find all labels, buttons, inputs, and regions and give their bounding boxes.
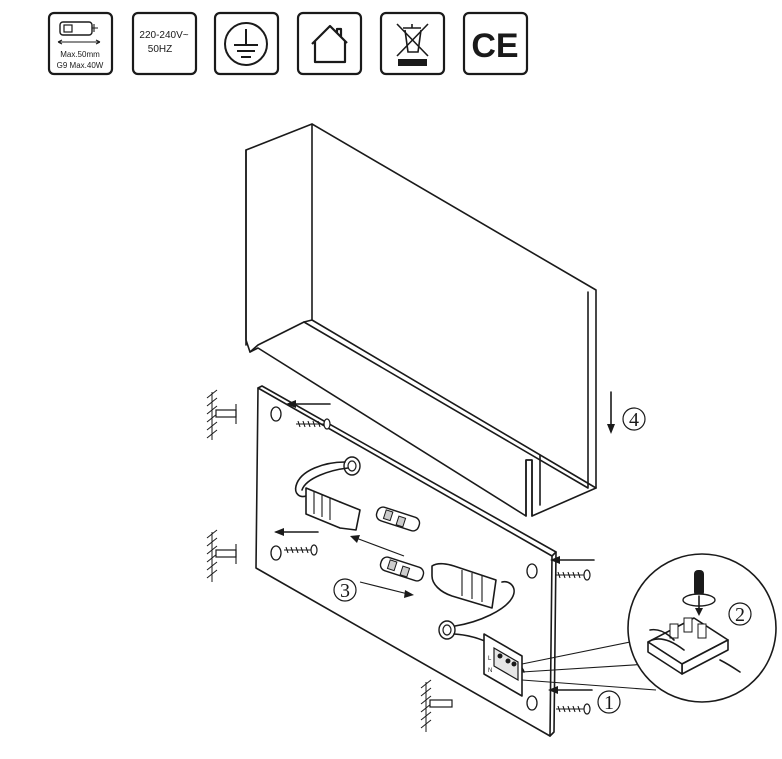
screw-middle-left <box>274 528 319 556</box>
lamp-holder-top <box>294 456 361 531</box>
wall-anchor-middle <box>206 529 237 582</box>
terminal-l-label: L <box>488 656 492 662</box>
crossed-out-bin-icon <box>396 23 429 66</box>
step2-marker: 2 <box>728 602 752 626</box>
insert-arrow-bottom <box>359 581 414 598</box>
detail-leader-lines <box>521 639 657 691</box>
protective-earth-icon <box>224 22 268 66</box>
wall-anchor-top <box>206 389 237 440</box>
terminal-n-label: N <box>488 668 492 674</box>
step3-marker: 3 <box>333 578 357 602</box>
screw-middle-right <box>550 556 595 581</box>
voltage-symbol: 220-240V~ 50HZ <box>131 11 198 76</box>
bulb-spec-symbol: Max.50mm G9 Max.40W <box>47 11 114 76</box>
step1-marker: 1 <box>597 690 621 714</box>
voltage-text: 220-240V~ <box>139 30 188 41</box>
wall-anchor-bottom <box>420 679 453 732</box>
wiring-detail-circle <box>627 553 777 703</box>
protective-earth-symbol <box>213 11 280 76</box>
frequency-text: 50HZ <box>148 44 172 55</box>
step3-label: 3 <box>340 580 350 602</box>
step4-label: 4 <box>629 409 639 431</box>
terminal-block: L N <box>483 633 523 697</box>
indoor-use-symbol <box>296 11 363 76</box>
screw-bottom-right <box>548 686 593 715</box>
indoor-use-house-icon <box>311 24 348 64</box>
insert-arrow-top <box>350 535 405 557</box>
screw-top-left <box>286 400 331 430</box>
g9-bulb-top <box>375 506 421 532</box>
weee-symbol <box>379 11 446 76</box>
lamp-holder-bottom <box>431 562 525 673</box>
ce-symbol: CE <box>462 11 529 76</box>
bulb-size-text: Max.50mm <box>60 50 100 59</box>
ce-mark-text: CE <box>471 27 518 65</box>
bulb-spec-text: G9 Max.40W <box>57 61 104 70</box>
symbol-row: Max.50mm G9 Max.40W 220-240V~ 50HZ <box>47 11 529 76</box>
step4-arrow: 4 <box>607 391 646 434</box>
lamp-cover <box>245 123 597 517</box>
g9-bulb-bottom <box>379 556 425 582</box>
screwdriver-icon <box>682 570 716 616</box>
step2-label: 2 <box>735 604 745 626</box>
g9-bulb-icon <box>57 21 101 45</box>
step1-label: 1 <box>604 692 614 714</box>
